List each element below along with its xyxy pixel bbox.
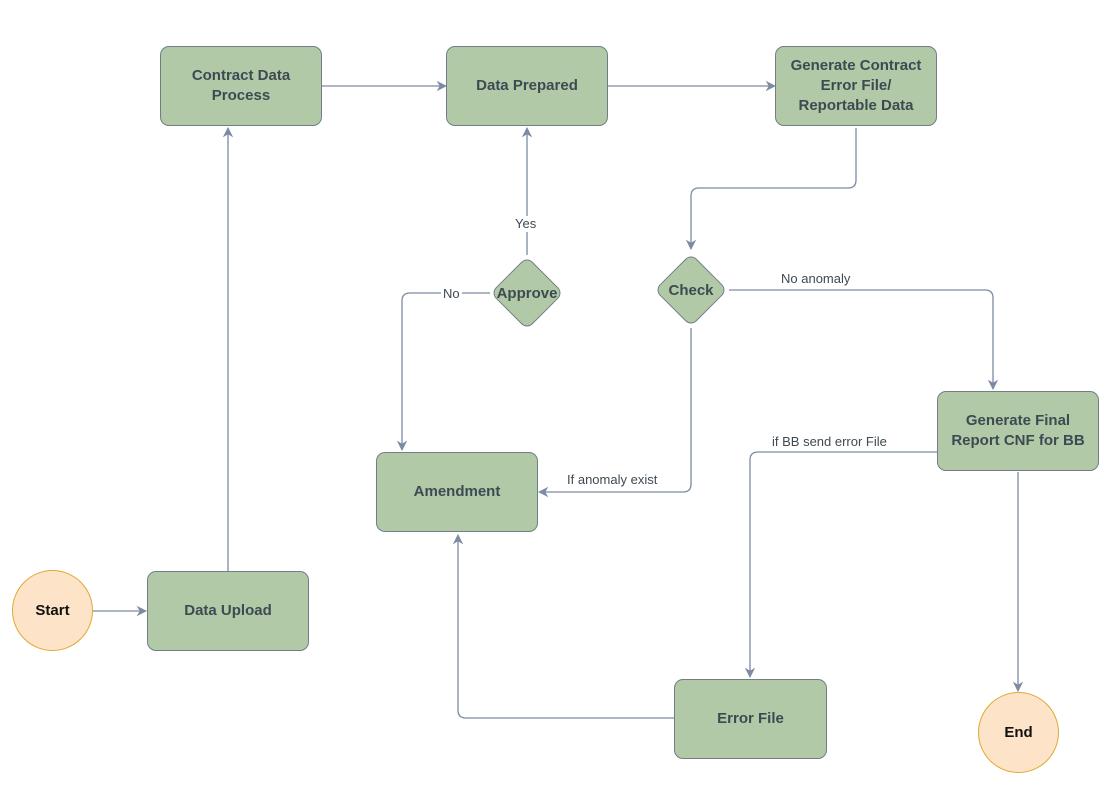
approve-decision-label: Approve — [496, 284, 558, 302]
error-file-node: Error File — [674, 679, 827, 759]
edge-check-to-generate-final — [729, 289, 999, 391]
edge-label-if-anomaly-exist: If anomaly exist — [567, 472, 658, 487]
check-decision-label: Check — [668, 281, 714, 299]
edge-label-yes: Yes — [513, 216, 539, 232]
data-prepared-node: Data Prepared — [446, 46, 608, 126]
amendment-node: Amendment — [376, 452, 538, 532]
data-upload-node: Data Upload — [147, 571, 309, 651]
edge-generate-final-to-error-file — [744, 451, 938, 679]
edge-generate-contract-to-check — [685, 128, 857, 251]
edge-approve-to-amendment — [396, 292, 490, 452]
edge-error-file-to-amendment — [452, 533, 674, 719]
generate-final-report-node: Generate Final Report CNF for BB — [937, 391, 1099, 471]
edge-label-if-bb-send-error-file: if BB send error File — [772, 434, 887, 449]
generate-contract-error-file-node: Generate Contract Error File/ Reportable… — [775, 46, 937, 126]
edge-label-no: No — [441, 286, 462, 302]
start-node: Start — [12, 570, 93, 651]
edge-label-no-anomaly: No anomaly — [781, 271, 851, 286]
end-node: End — [978, 692, 1059, 773]
contract-data-process-node: Contract Data Process — [160, 46, 322, 126]
edge-check-to-amendment — [537, 328, 692, 498]
